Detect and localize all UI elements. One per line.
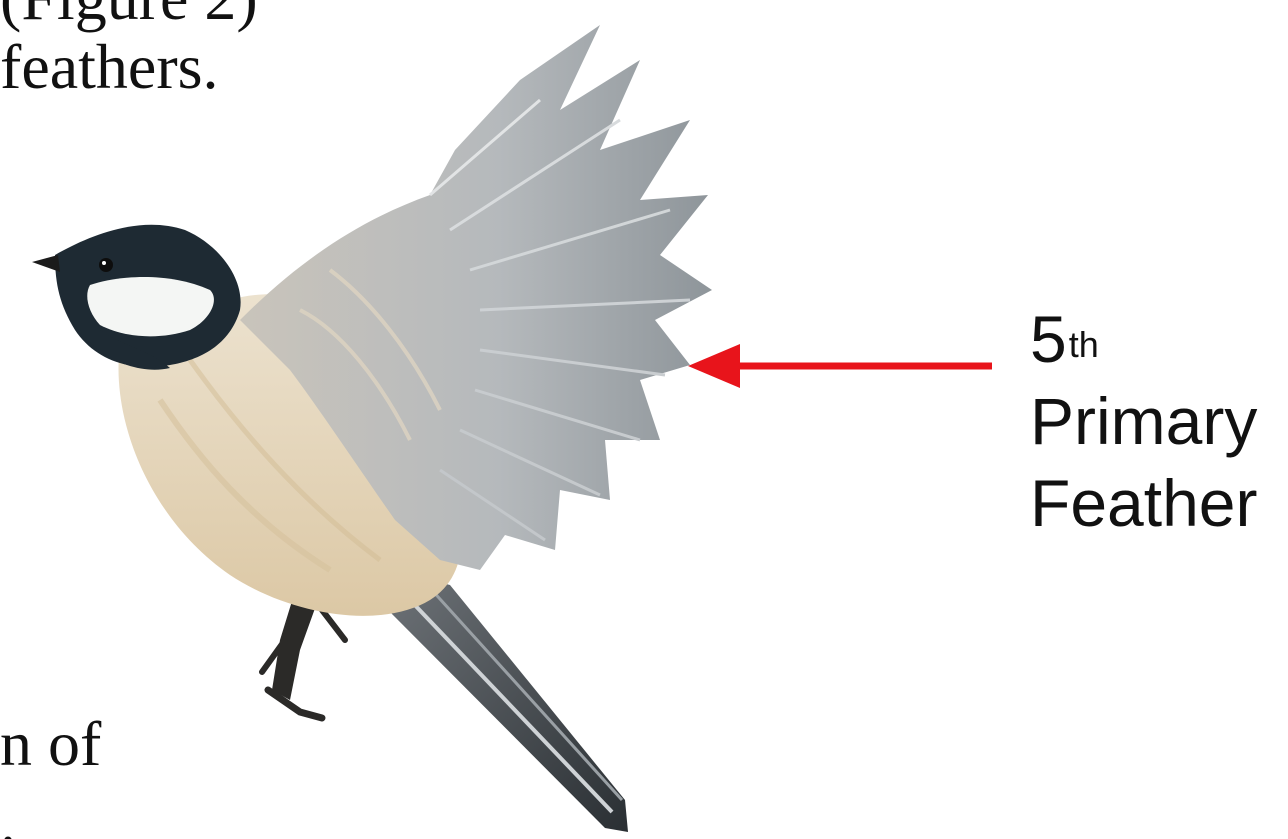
arrow-left-icon (688, 344, 992, 388)
bird-head (32, 225, 241, 370)
bird-tail (388, 570, 628, 832)
label-ordinal: 5th (1030, 298, 1257, 380)
label-ordinal-suffix: th (1069, 324, 1099, 365)
label-feather: Feather (1030, 462, 1257, 544)
label-number: 5 (1030, 302, 1067, 376)
label-primary: Primary (1030, 380, 1257, 462)
feather-annotation-label: 5th Primary Feather (1030, 298, 1257, 544)
